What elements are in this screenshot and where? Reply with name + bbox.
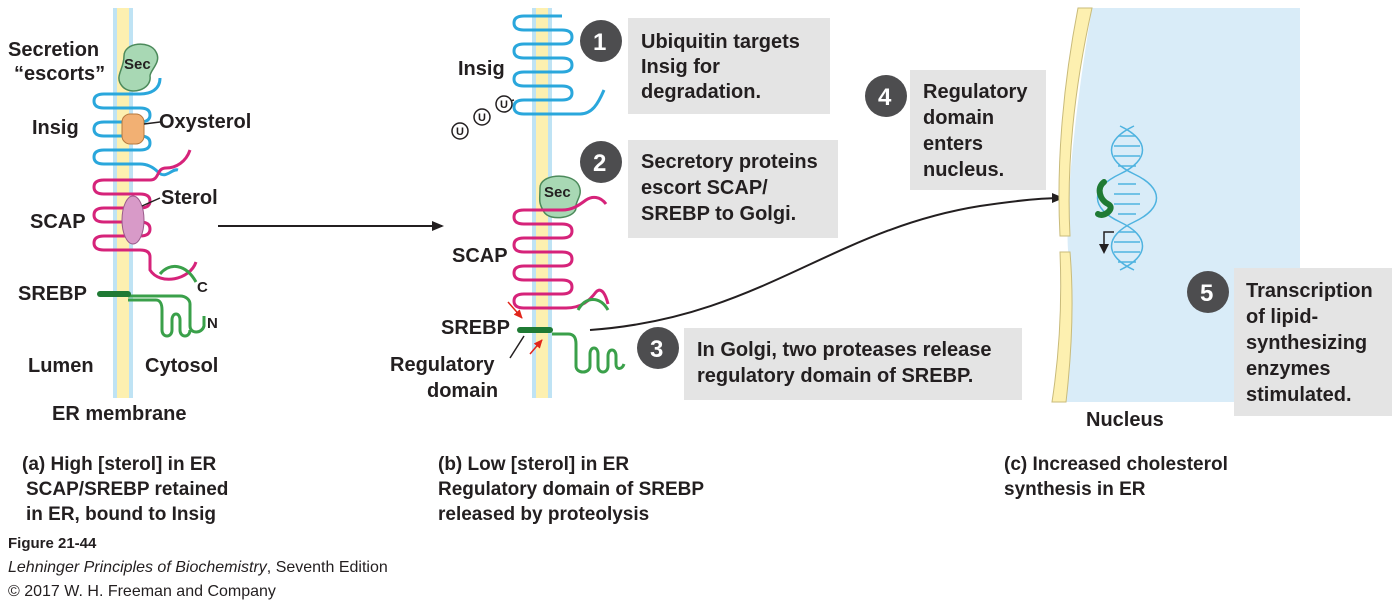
step-4-number: 4: [878, 84, 892, 111]
panel-b: U U U Sec Insig SCAP SREBP Regulatory do…: [390, 8, 704, 525]
nuclear-envelope-upper: [1058, 7, 1093, 237]
step-1-text-2: Insig for: [641, 56, 720, 78]
figure-credit: Figure 21-44 Lehninger Principles of Bio…: [8, 535, 388, 600]
regulatory-domain-nucleus: [1095, 179, 1114, 218]
step-2-text-2: escort SCAP/: [641, 177, 768, 199]
step-3-box: [684, 328, 1022, 400]
dna-helix: [1096, 125, 1158, 271]
insig-protein-b: [512, 14, 606, 116]
step-4: 4 Regulatory domain enters nucleus.: [865, 70, 1046, 190]
step-3: 3 In Golgi, two proteases release regula…: [637, 327, 1022, 400]
sterol-molecule: [121, 195, 145, 245]
oxysterol-label: Oxysterol: [159, 111, 251, 133]
ubiquitin-chain: U U U: [451, 95, 513, 140]
sec-escort-b: Sec: [538, 175, 581, 219]
step-2-box: [628, 140, 838, 238]
caption-b-line-1: (b) Low [sterol] in ER: [438, 454, 629, 475]
regulatory-domain-pointer: [509, 335, 525, 359]
caption-c-line-2: synthesis in ER: [1004, 479, 1146, 500]
lumen-label: Lumen: [28, 355, 94, 377]
ubiquitin-label-3: U: [456, 126, 464, 138]
insig-label-b: Insig: [458, 58, 505, 80]
caption-c-line-1: (c) Increased cholesterol: [1004, 454, 1228, 475]
step-1-box: [628, 18, 830, 114]
step-1-number: 1: [593, 29, 606, 56]
caption-b-line-2: Regulatory domain of SREBP: [438, 479, 704, 500]
step-4-text-3: enters: [923, 133, 983, 155]
cytosol-label: Cytosol: [145, 355, 218, 377]
panel-a: Sec Secretion “escorts” Insig Oxysterol …: [8, 8, 251, 525]
sec-escort-a: Sec: [118, 43, 159, 92]
figure-number: Figure 21-44: [8, 535, 97, 552]
regulatory-domain-label-2: domain: [427, 380, 498, 402]
caption-a-line-3: in ER, bound to Insig: [26, 504, 216, 525]
nucleus-label: Nucleus: [1086, 409, 1164, 431]
step-5-text-2: of lipid-: [1246, 306, 1318, 328]
step-2-circle: [580, 141, 622, 183]
insig-protein-a: [92, 77, 179, 177]
step-5-box: [1234, 268, 1392, 416]
caption-a-line-2: SCAP/SREBP retained: [26, 479, 228, 500]
step-1-circle: [580, 20, 622, 62]
secretion-escorts-label-1: Secretion: [8, 39, 99, 61]
step-2-number: 2: [593, 150, 606, 177]
step-3-number: 3: [650, 336, 663, 363]
step-3-circle: [637, 327, 679, 369]
sec-label-a: Sec: [124, 56, 151, 73]
book-edition: , Seventh Edition: [267, 559, 388, 576]
step-1-text-1: Ubiquitin targets: [641, 31, 800, 53]
step-4-text-4: nucleus.: [923, 159, 1004, 181]
step-5-number: 5: [1200, 280, 1213, 307]
protease-arrow-2: [529, 339, 543, 355]
secretion-escorts-label-2: “escorts”: [14, 63, 105, 85]
step-1-text-3: degradation.: [641, 81, 761, 103]
book-title: Lehninger Principles of Biochemistry: [8, 559, 268, 576]
srebp-label-b: SREBP: [441, 317, 510, 339]
scap-protein-a: [92, 149, 198, 281]
step-5-text-1: Transcription: [1246, 280, 1373, 302]
step-5: 5 Transcription of lipid- synthesizing e…: [1187, 268, 1392, 416]
scap-label-a: SCAP: [30, 211, 86, 233]
ubiquitin-label-1: U: [500, 99, 508, 111]
step-4-text-2: domain: [923, 107, 994, 129]
insig-label-a: Insig: [32, 117, 79, 139]
step-4-circle: [865, 75, 907, 117]
step-2-text-3: SREBP to Golgi.: [641, 203, 796, 225]
step-2-text-1: Secretory proteins: [641, 151, 818, 173]
arrow-regulatory-to-nucleus: [589, 193, 1064, 331]
step-5-text-4: enzymes: [1246, 358, 1331, 380]
oxysterol-molecule: [121, 113, 145, 145]
scap-protein-b: [512, 195, 610, 310]
nuclear-envelope-lower: [1051, 251, 1073, 403]
caption-a-line-1: (a) High [sterol] in ER: [22, 454, 217, 475]
step-4-box: [910, 70, 1046, 190]
n-terminus-label: N: [207, 315, 218, 332]
step-4-text-1: Regulatory: [923, 81, 1028, 103]
sterol-label: Sterol: [161, 187, 218, 209]
srebp-protein-b: [552, 298, 626, 374]
caption-b-line-3: released by proteolysis: [438, 504, 649, 525]
sec-label-b: Sec: [544, 184, 571, 201]
book-citation: Lehninger Principles of Biochemistry, Se…: [8, 559, 388, 576]
panel-c: Nucleus (c) Increased cholesterol synthe…: [1004, 7, 1300, 500]
step-5-text-3: synthesizing: [1246, 332, 1367, 354]
scap-label-b: SCAP: [452, 245, 508, 267]
regulatory-domain-label-1: Regulatory: [390, 354, 495, 376]
er-membrane-label: ER membrane: [52, 403, 187, 425]
srebp-label-a: SREBP: [18, 283, 87, 305]
step-3-text-2: regulatory domain of SREBP.: [697, 365, 973, 387]
copyright: © 2017 W. H. Freeman and Company: [8, 583, 276, 600]
transcription-start-arrow: [1103, 231, 1114, 246]
step-5-text-5: stimulated.: [1246, 384, 1352, 406]
protease-arrow-1: [507, 301, 523, 319]
step-1: 1 Ubiquitin targets Insig for degradatio…: [580, 18, 830, 114]
ubiquitin-label-2: U: [478, 112, 486, 124]
srebp-protein-a: [128, 265, 206, 338]
step-5-circle: [1187, 271, 1229, 313]
step-2: 2 Secretory proteins escort SCAP/ SREBP …: [580, 140, 838, 238]
c-terminus-label: C: [197, 279, 208, 296]
step-3-text-1: In Golgi, two proteases release: [697, 339, 992, 361]
